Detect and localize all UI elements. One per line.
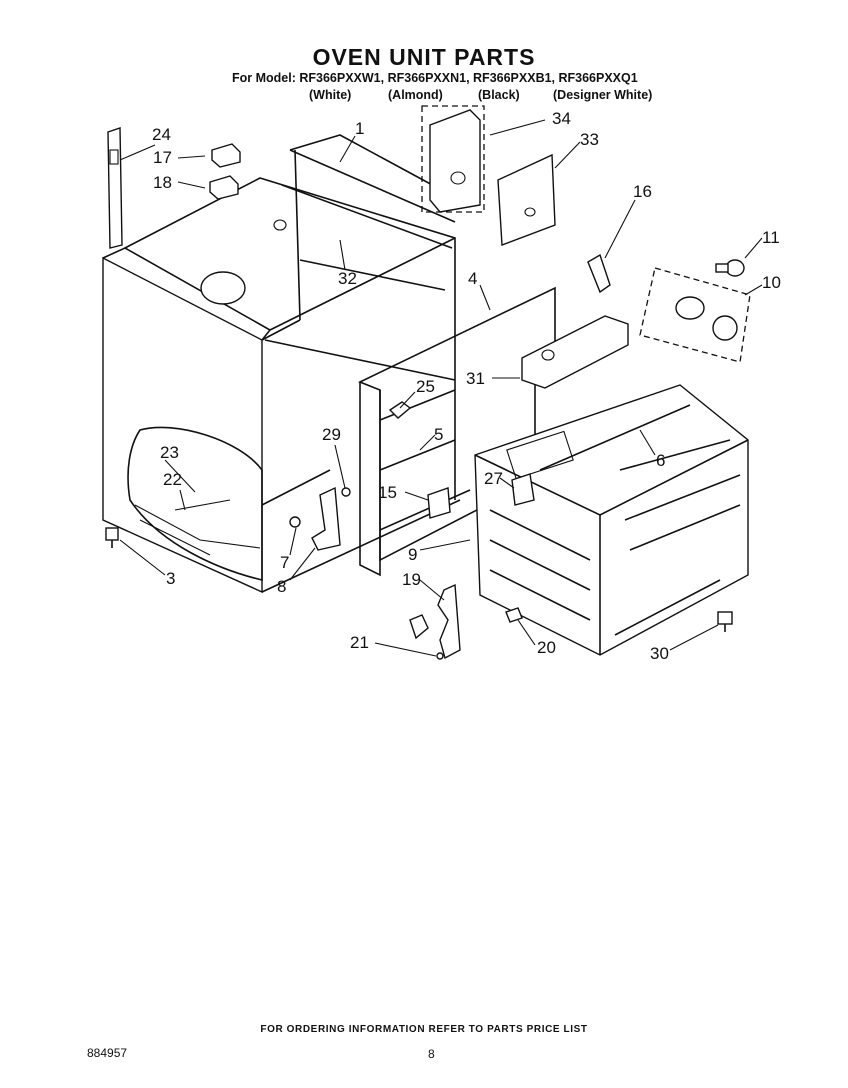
callout-8: 8	[277, 577, 286, 596]
cover-34	[421, 105, 485, 213]
callout-29: 29	[322, 425, 341, 444]
leader-lines	[119, 119, 763, 657]
callout-17: 17	[153, 148, 172, 167]
color-black: (Black)	[478, 88, 520, 102]
callout-22: 22	[163, 470, 182, 489]
callout-5: 5	[434, 425, 443, 444]
bulb-11	[715, 259, 745, 277]
vent-duct-31	[521, 315, 629, 389]
cabinet-left-wall	[102, 247, 272, 594]
callout-15: 15	[378, 483, 397, 502]
vent-tube-16	[587, 253, 611, 294]
color-almond: (Almond)	[388, 88, 443, 102]
model-list: For Model: RF366PXXW1, RF366PXXN1, RF366…	[232, 71, 638, 85]
callout-27: 27	[484, 469, 503, 488]
callout-1: 1	[355, 119, 364, 138]
color-white: (White)	[309, 88, 352, 102]
color-designer-white: (Designer White)	[553, 88, 653, 102]
callout-20: 20	[537, 638, 556, 657]
panel-33	[497, 153, 556, 246]
callout-19: 19	[402, 570, 421, 589]
callout-25: 25	[416, 377, 435, 396]
callout-9: 9	[408, 545, 417, 564]
clip-18	[209, 175, 239, 200]
callout-33: 33	[580, 130, 599, 149]
callout-24: 24	[152, 125, 171, 144]
callout-30: 30	[650, 644, 669, 663]
oven-liner	[474, 384, 749, 656]
bracket-15	[427, 487, 451, 519]
bracket-24	[107, 127, 123, 249]
callout-21: 21	[350, 633, 369, 652]
callout-16: 16	[633, 182, 652, 201]
screw-7	[289, 516, 301, 528]
callout-11: 11	[762, 228, 780, 247]
callout-10: 10	[762, 273, 781, 292]
callout-18: 18	[153, 173, 172, 192]
page-title: OVEN UNIT PARTS	[312, 44, 536, 70]
callout-23: 23	[160, 443, 179, 462]
document-number: 884957	[87, 1046, 128, 1060]
sensor-29	[341, 487, 351, 497]
leveling-leg-30	[717, 611, 733, 632]
lamp-assembly-10	[639, 267, 751, 363]
callout-34: 34	[552, 109, 571, 128]
screw-20	[505, 607, 523, 623]
screw-21	[436, 652, 444, 660]
bracket-27	[511, 473, 535, 506]
callout-7: 7	[280, 553, 289, 572]
page-number: 8	[428, 1047, 435, 1061]
thermostat-25	[388, 401, 412, 419]
callout-32: 32	[338, 269, 357, 288]
screw-21b	[409, 614, 429, 640]
callout-labels: 1 3 4 5 6 7 8 9 10 11 15 16 17 18 19 20 …	[152, 109, 781, 663]
front-frame	[358, 286, 556, 577]
leveling-leg-3	[105, 527, 119, 548]
callout-6: 6	[656, 451, 665, 470]
clip-17	[211, 143, 241, 168]
callout-3: 3	[166, 569, 175, 588]
cabinet-frame	[124, 134, 461, 593]
hinge-receiver-19	[437, 583, 461, 660]
bracket-8	[311, 486, 341, 551]
ordering-note: FOR ORDERING INFORMATION REFER TO PARTS …	[260, 1024, 588, 1035]
callout-31: 31	[466, 369, 485, 388]
callout-4: 4	[468, 269, 477, 288]
